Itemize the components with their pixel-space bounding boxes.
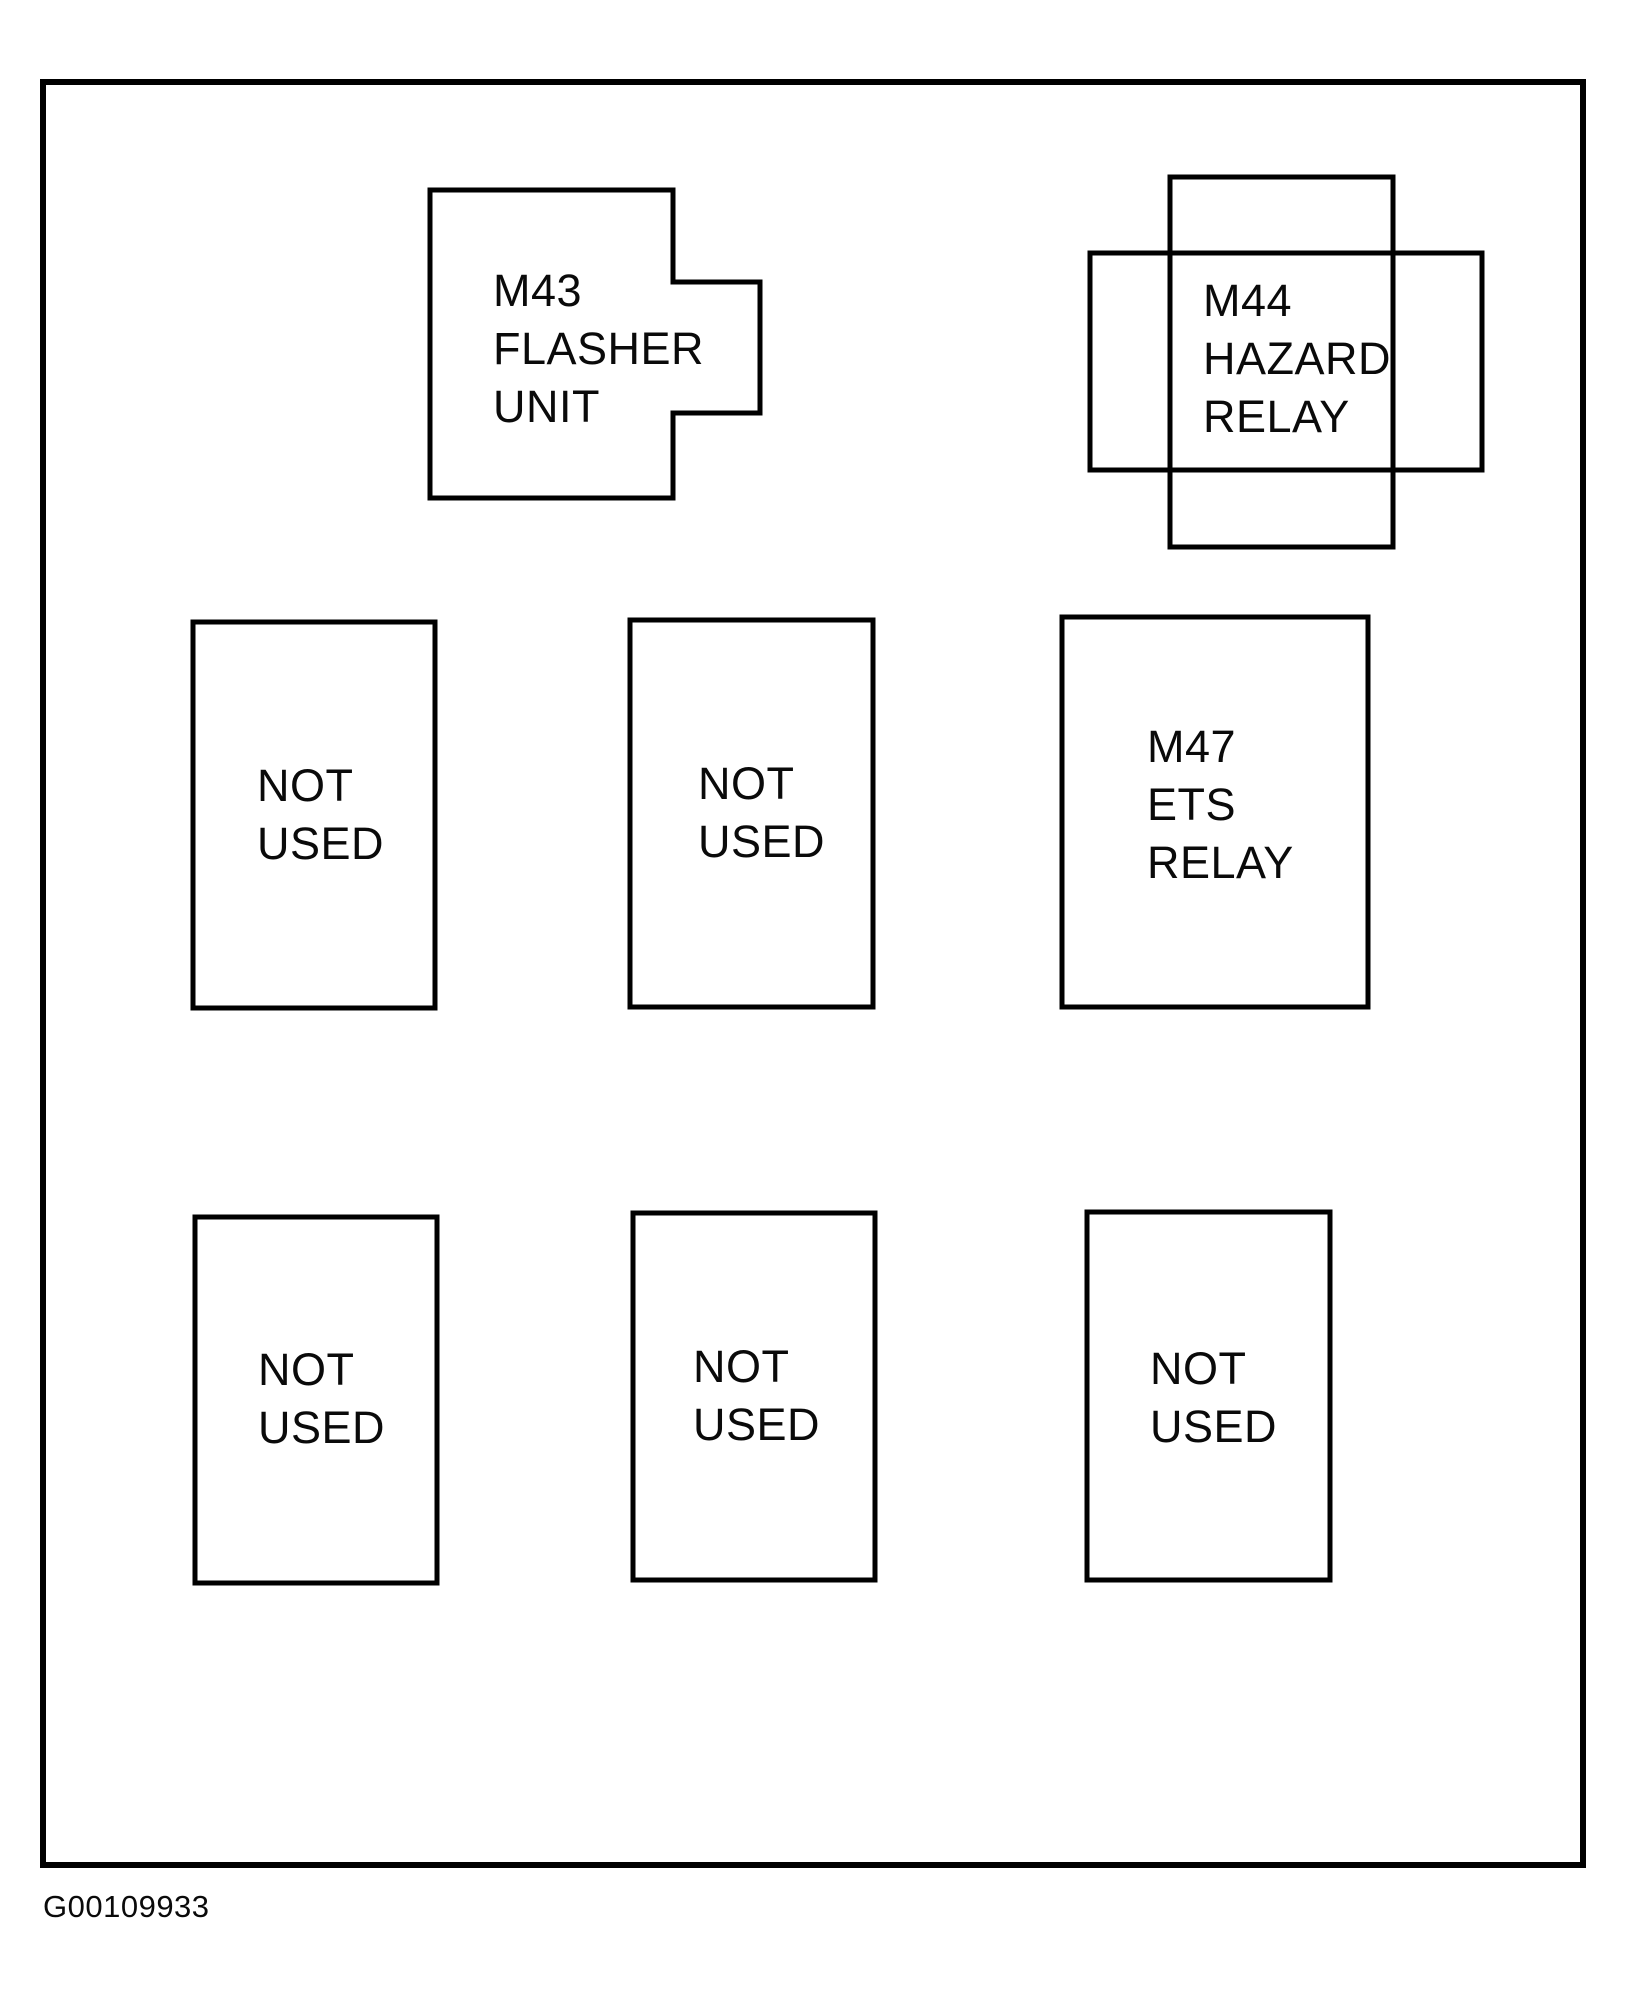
label-line: USED [698,816,826,867]
label-line: USED [257,818,385,869]
m44-hazard-relay-outline-vertical [1167,174,1396,550]
m44-hazard-relay-outline-horizontal [1087,250,1485,473]
label-line: M47 [1147,721,1237,772]
not-used-bottom-right-outline [1084,1209,1333,1583]
not-used-middle-center-outline [627,617,876,1010]
label-line: NOT [258,1344,355,1395]
m47-ets-relay-outline [1059,614,1371,1010]
label-line: NOT [698,758,795,809]
label-line: USED [1150,1401,1278,1452]
not-used-bottom-left-label: NOT USED [258,1341,385,1457]
label-line: M44 [1203,275,1293,326]
label-line: UNIT [493,381,600,432]
label-line: HAZARD [1203,333,1392,384]
label-line: USED [693,1399,821,1450]
not-used-bottom-right-label: NOT USED [1150,1340,1277,1456]
not-used-bottom-center-outline [630,1210,878,1583]
label-line: M43 [493,265,583,316]
not-used-middle-left-outline [190,619,438,1011]
figure-code: G00109933 [43,1889,210,1924]
m43-flasher-unit-outline [427,187,763,501]
not-used-bottom-left-outline [192,1214,440,1586]
label-line: NOT [1150,1343,1247,1394]
label-line: FLASHER [493,323,705,374]
m43-flasher-unit-label: M43 FLASHER UNIT [493,262,704,436]
label-line: USED [258,1402,386,1453]
outer-border [40,79,1586,1868]
label-line: ETS [1147,779,1237,830]
label-line: NOT [257,760,354,811]
not-used-middle-left-label: NOT USED [257,757,384,873]
label-line: RELAY [1147,837,1294,888]
not-used-bottom-center-label: NOT USED [693,1338,820,1454]
label-line: RELAY [1203,391,1350,442]
m44-hazard-relay-label: M44 HAZARD RELAY [1203,272,1391,446]
label-line: NOT [693,1341,790,1392]
m47-ets-relay-label: M47 ETS RELAY [1147,718,1294,892]
not-used-middle-center-label: NOT USED [698,755,825,871]
